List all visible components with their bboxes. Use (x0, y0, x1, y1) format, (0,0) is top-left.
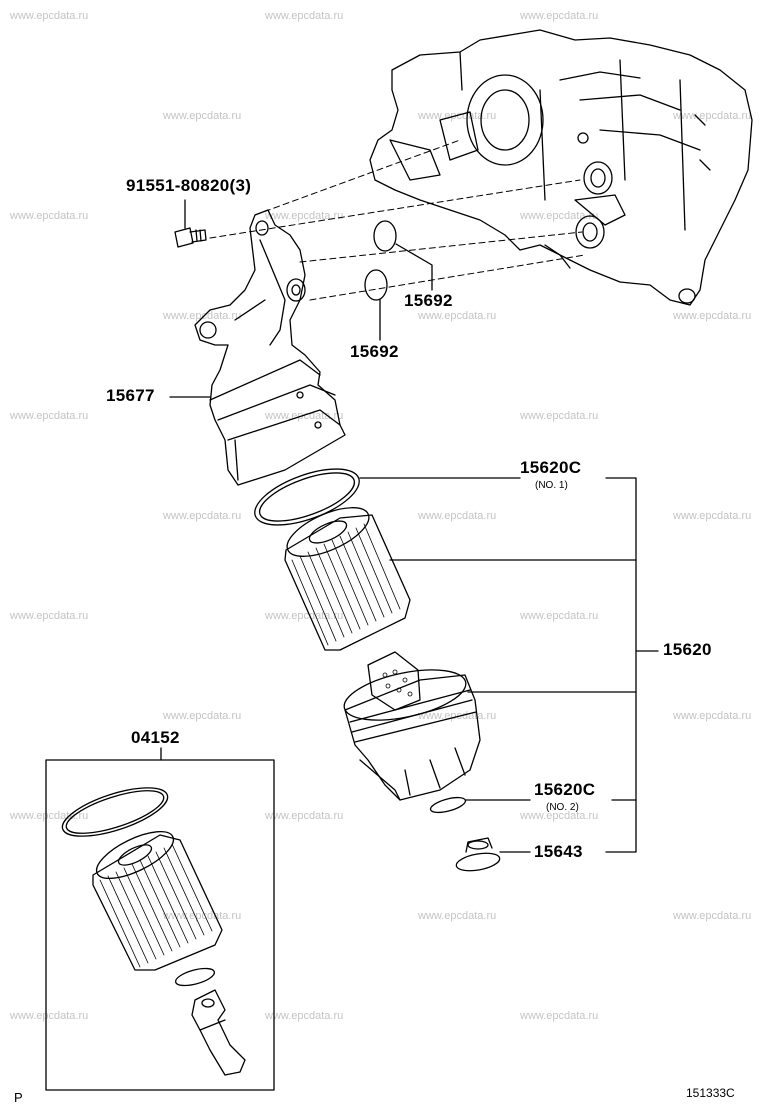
label-bolt[interactable]: 91551-80820(3) (126, 176, 252, 195)
assembly-bracket (605, 477, 659, 853)
filter-cap-part (343, 651, 637, 801)
note-gasket-no2: (NO. 2) (546, 802, 579, 813)
label-oring-lower[interactable]: 15692 (350, 342, 399, 361)
watermark-text: www.epcdata.ru (10, 10, 89, 22)
bolt-part (174, 199, 207, 248)
label-drain-plug[interactable]: 15643 (534, 842, 583, 861)
watermark-text: www.epcdata.ru (10, 810, 89, 822)
diagram-code: 151333C (686, 1086, 735, 1100)
watermark-text: www.epcdata.ru (10, 1010, 89, 1022)
watermark-text: www.epcdata.ru (10, 210, 89, 222)
watermark-text: www.epcdata.ru (163, 310, 242, 322)
watermark-text: www.epcdata.ru (673, 710, 752, 722)
watermark-text: www.epcdata.ru (520, 210, 599, 222)
gasket-no1-part (254, 468, 521, 526)
watermark-text: www.epcdata.ru (163, 510, 242, 522)
watermark-text: www.epcdata.ru (418, 510, 497, 522)
watermark-text: www.epcdata.ru (163, 110, 242, 122)
watermark-text: www.epcdata.ru (163, 710, 242, 722)
drain-plug-part (455, 837, 531, 872)
label-oring-upper[interactable]: 15692 (404, 291, 453, 310)
gasket-no2-part (429, 796, 531, 814)
watermark-text: www.epcdata.ru (520, 410, 599, 422)
watermark-text: www.epcdata.ru (418, 910, 497, 922)
watermark-text: www.epcdata.ru (10, 610, 89, 622)
page-mark: P (14, 1090, 23, 1105)
note-gasket-no1: (NO. 1) (535, 480, 568, 491)
watermark-text: www.epcdata.ru (10, 410, 89, 422)
watermark-text: www.epcdata.ru (673, 310, 752, 322)
housing-bracket-part (169, 209, 346, 486)
oring-upper-part (373, 220, 433, 291)
filter-element-part (284, 507, 637, 651)
watermark-text: www.epcdata.ru (520, 810, 599, 822)
label-filter-assy[interactable]: 15620 (663, 640, 712, 659)
watermark-text: www.epcdata.ru (265, 610, 344, 622)
engine-block-outline (369, 29, 753, 306)
alignment-lines (209, 139, 586, 301)
watermark-text: www.epcdata.ru (673, 110, 752, 122)
watermark-text: www.epcdata.ru (163, 910, 242, 922)
label-element-kit[interactable]: 04152 (131, 728, 180, 747)
watermark-text: www.epcdata.ru (265, 210, 344, 222)
watermark-text: www.epcdata.ru (265, 1010, 344, 1022)
label-housing[interactable]: 15677 (106, 386, 155, 405)
watermark-text: www.epcdata.ru (520, 1010, 599, 1022)
watermark-text: www.epcdata.ru (673, 910, 752, 922)
watermark-text: www.epcdata.ru (520, 10, 599, 22)
label-gasket-no1[interactable]: 15620C (520, 458, 582, 477)
watermark-text: www.epcdata.ru (520, 610, 599, 622)
label-gasket-no2[interactable]: 15620C (534, 780, 596, 799)
watermark-text: www.epcdata.ru (265, 810, 344, 822)
watermark-text: www.epcdata.ru (418, 310, 497, 322)
element-kit-box (45, 747, 275, 1091)
oring-lower-part (364, 269, 388, 341)
watermark-text: www.epcdata.ru (673, 510, 752, 522)
watermark-text: www.epcdata.ru (265, 10, 344, 22)
